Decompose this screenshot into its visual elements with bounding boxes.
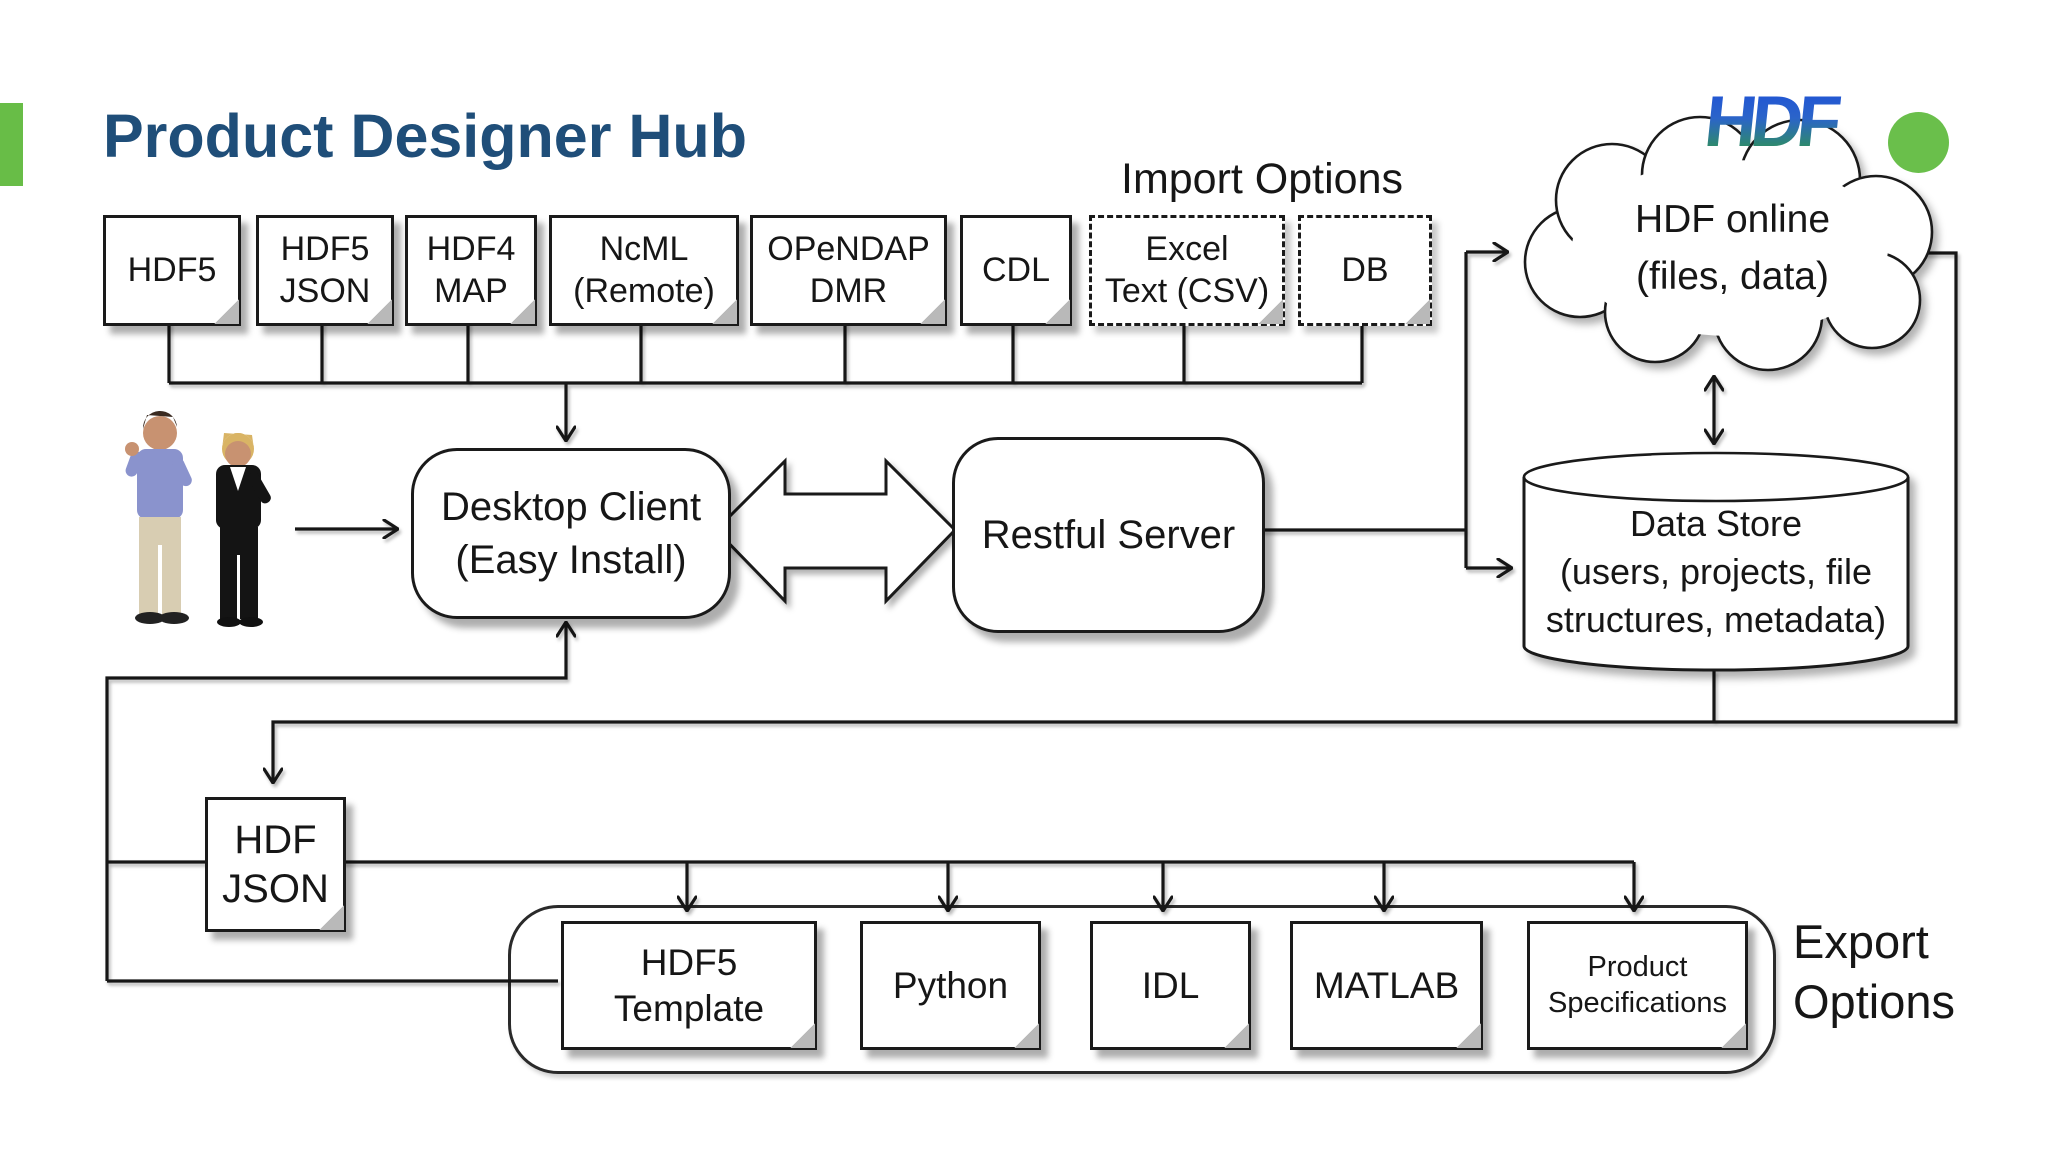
doc-label: DB (1341, 250, 1389, 289)
doc-label: MAP (434, 271, 508, 310)
export-doc-idl: IDL (1090, 921, 1251, 1050)
users-illustration (125, 410, 271, 627)
doc-label: Excel (1145, 230, 1229, 269)
doc-label: DMR (809, 271, 888, 310)
export-options-heading: Export Options (1793, 915, 1955, 1029)
datastore-cylinder (1522, 451, 1910, 672)
green-circle-icon (1888, 112, 1949, 173)
cloud-shape (1523, 115, 1934, 372)
doc-label: HDF5 (280, 230, 370, 269)
export-doc-hdf5-template: HDF5 Template (561, 921, 817, 1050)
import-doc-ncml: NcML (Remote) (549, 215, 739, 326)
export-doc-matlab: MATLAB (1290, 921, 1483, 1050)
import-doc-opendap-dmr: OPeNDAP DMR (750, 215, 947, 326)
doc-label: HDF5 (127, 250, 217, 289)
restful-server-label: Restful Server (981, 512, 1236, 557)
doc-label: JSON (279, 271, 371, 310)
import-doc-hdf5: HDF5 (103, 215, 241, 326)
desktop-client-sublabel: (Easy Install) (455, 537, 687, 582)
svg-text:HDF: HDF (1701, 82, 1843, 162)
page-title: Product Designer Hub (103, 102, 747, 170)
doc-label: CDL (981, 250, 1051, 289)
import-doc-hdf5-json: HDF5 JSON (256, 215, 394, 326)
import-doc-hdf4-map: HDF4 MAP (405, 215, 537, 326)
doc-label: NcML (599, 230, 689, 269)
desktop-client-label: Desktop Client (440, 484, 702, 529)
export-doc-python: Python (860, 921, 1041, 1050)
desktop-client-box: Desktop Client (Easy Install) (411, 448, 731, 619)
import-options-heading: Import Options (1121, 154, 1403, 203)
doc-label: HDF4 (426, 230, 516, 269)
doc-label: Text (CSV) (1104, 271, 1270, 310)
doc-label: (Remote) (573, 271, 715, 310)
hdf-json-doc: HDF JSON (205, 797, 346, 932)
import-doc-cdl: CDL (960, 215, 1072, 326)
export-doc-product-specs: Product Specifications (1527, 921, 1748, 1050)
import-doc-excel-csv: Excel Text (CSV) (1089, 215, 1285, 326)
import-doc-db: DB (1298, 215, 1432, 326)
arrow-hdfjson-to-client (105, 622, 566, 981)
arrow-cloud-to-hdfjson (273, 251, 1958, 783)
hdf-online-cloud-label: HDF online (files, data) (1634, 198, 1831, 298)
doc-label: OPeNDAP (767, 230, 930, 269)
datastore-label: Data Store (users, projects, file struct… (1545, 503, 1887, 640)
green-accent-bar (0, 103, 23, 186)
restful-server-box: Restful Server (952, 437, 1265, 633)
import-connector-stubs (167, 320, 1364, 383)
